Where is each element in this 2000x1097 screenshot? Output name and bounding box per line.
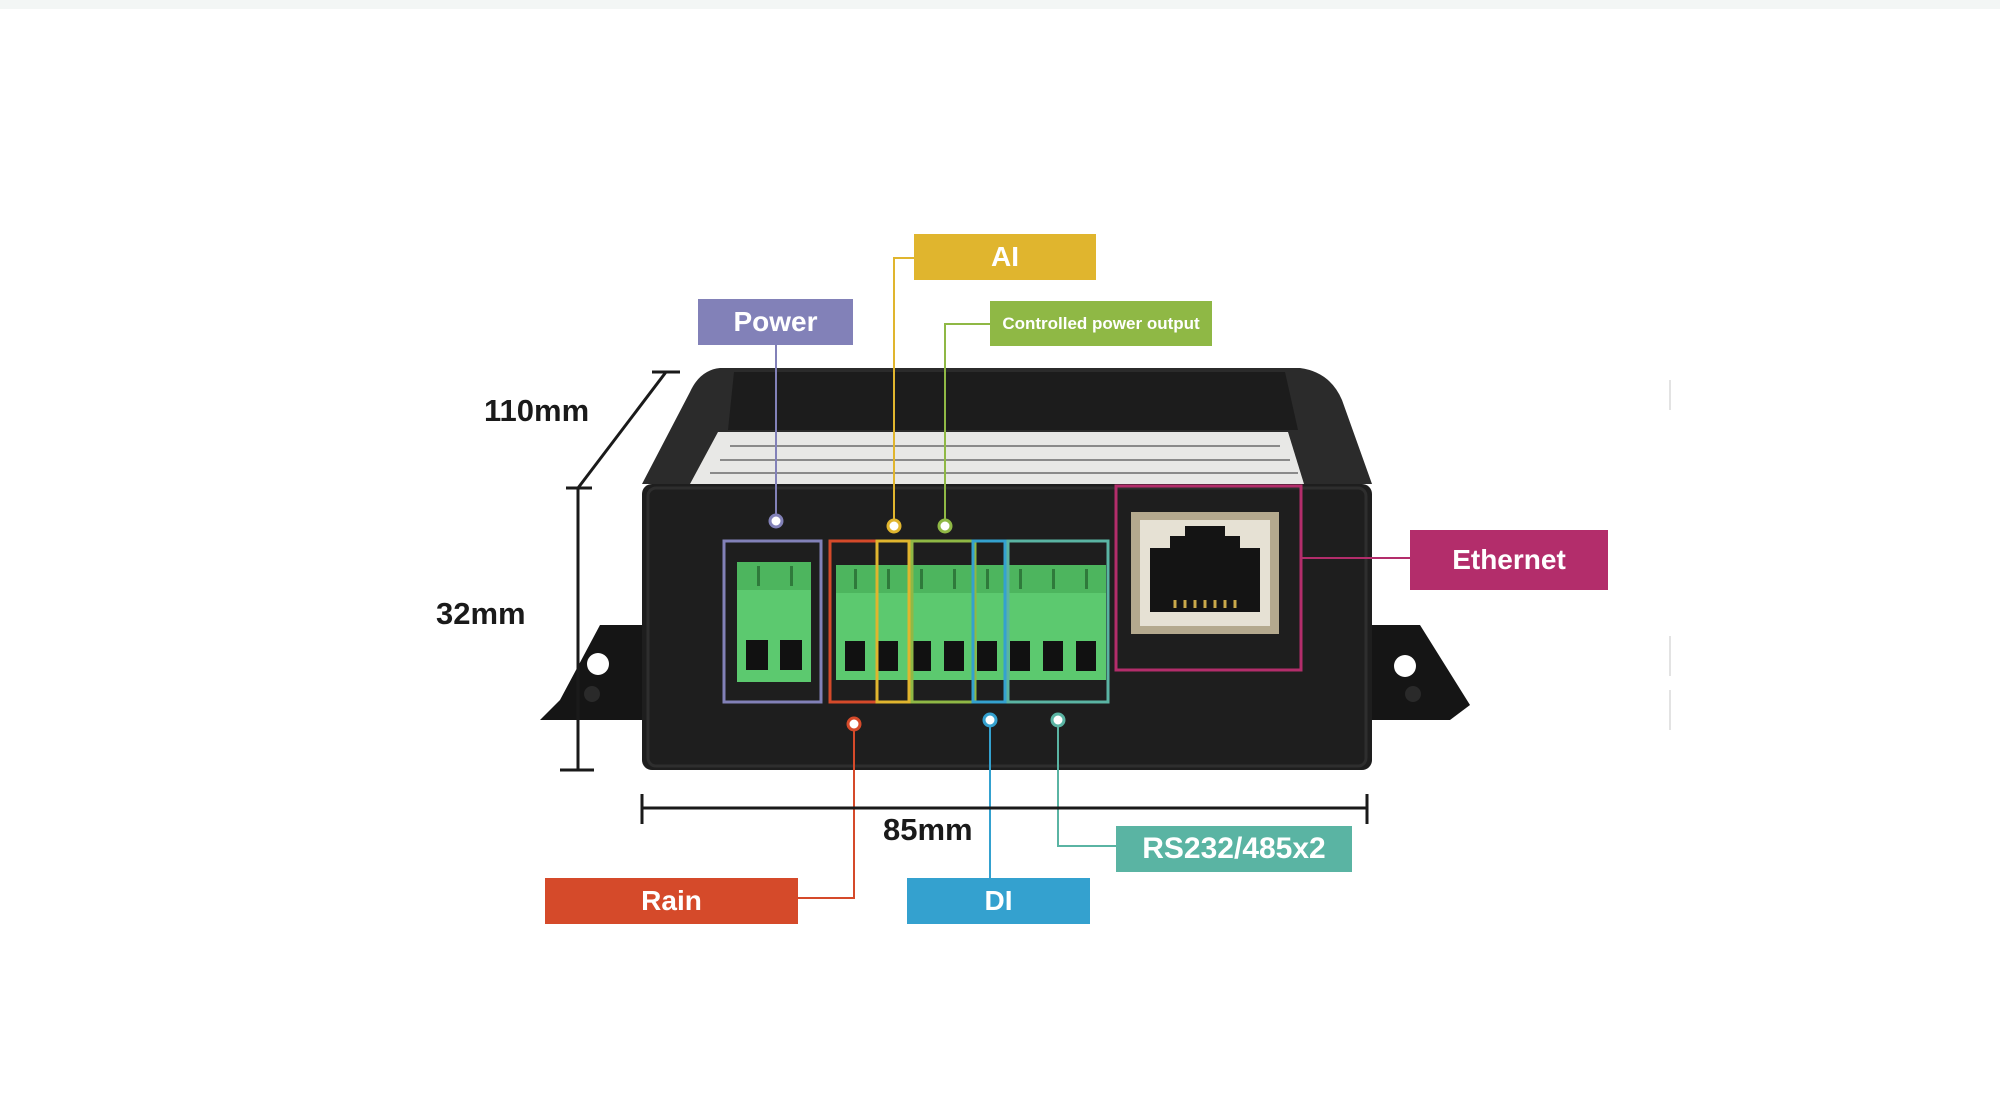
rs232-485-dot bbox=[1050, 712, 1066, 728]
terminal-screw bbox=[887, 569, 890, 589]
ai-dot bbox=[886, 518, 902, 534]
controlled-power-output-label: Controlled power output bbox=[990, 301, 1212, 346]
terminal-pin-slot bbox=[1010, 641, 1030, 671]
depth-dimension-line bbox=[576, 371, 668, 489]
ai-leader-line bbox=[893, 257, 915, 525]
mounting-hole bbox=[1394, 655, 1416, 677]
rs232-485-highlight-box bbox=[1006, 539, 1110, 704]
top-border-strip bbox=[0, 0, 2000, 9]
rs232-485-label: RS232/485x2 bbox=[1116, 826, 1352, 872]
edge-mark bbox=[1669, 690, 1671, 730]
di-label: DI bbox=[907, 878, 1090, 924]
power-dot bbox=[768, 513, 784, 529]
terminal-screw bbox=[953, 569, 956, 589]
rain-dot bbox=[846, 716, 862, 732]
terminal-screw bbox=[920, 569, 923, 589]
rain-label: Rain bbox=[545, 878, 798, 924]
ethernet-label: Ethernet bbox=[1410, 530, 1608, 590]
terminal-pin-slot bbox=[845, 641, 865, 671]
front-face-edge bbox=[646, 486, 1368, 768]
controlled-power-highlight-box bbox=[910, 539, 977, 704]
power-terminal-block bbox=[737, 562, 811, 682]
power-label: Power bbox=[698, 299, 853, 345]
mounting-hole bbox=[1405, 686, 1421, 702]
rj45-port bbox=[1131, 512, 1279, 634]
terminal-pin-slot bbox=[1076, 641, 1096, 671]
controlled-power-dot bbox=[937, 518, 953, 534]
terminal-pin-slot bbox=[1043, 641, 1063, 671]
di-highlight-box bbox=[971, 539, 1007, 704]
mounting-hole bbox=[587, 653, 609, 675]
edge-mark bbox=[1669, 380, 1671, 410]
device-sticker bbox=[690, 432, 1304, 484]
right-mounting-flange bbox=[1370, 625, 1470, 720]
terminal-screw bbox=[1052, 569, 1055, 589]
terminal-screw bbox=[986, 569, 989, 589]
ai-highlight-box bbox=[875, 539, 911, 704]
terminal-screw bbox=[1019, 569, 1022, 589]
device-lid bbox=[728, 372, 1298, 430]
width-dimension-label: 85mm bbox=[883, 812, 973, 847]
di-dot bbox=[982, 712, 998, 728]
controlled-power-leader-line bbox=[944, 323, 990, 525]
terminal-pin-slot bbox=[878, 641, 898, 671]
terminal-pin-slot bbox=[911, 641, 931, 671]
rs232-485-leader-line bbox=[1057, 718, 1117, 847]
ai-label: AI bbox=[914, 234, 1096, 280]
terminal-pin-slot bbox=[977, 641, 997, 671]
sticker-print bbox=[710, 445, 1298, 474]
terminal-screw bbox=[1085, 569, 1088, 589]
terminal-pin-slot bbox=[944, 641, 964, 671]
depth-dimension-label: 110mm bbox=[484, 393, 590, 428]
terminal-screw bbox=[854, 569, 857, 589]
edge-mark bbox=[1669, 636, 1671, 676]
mounting-hole bbox=[584, 686, 600, 702]
ethernet-highlight-box bbox=[1114, 484, 1303, 672]
power-highlight-box bbox=[722, 539, 823, 704]
rain-leader-line bbox=[798, 722, 855, 899]
height-dimension-label: 32mm bbox=[436, 596, 526, 631]
